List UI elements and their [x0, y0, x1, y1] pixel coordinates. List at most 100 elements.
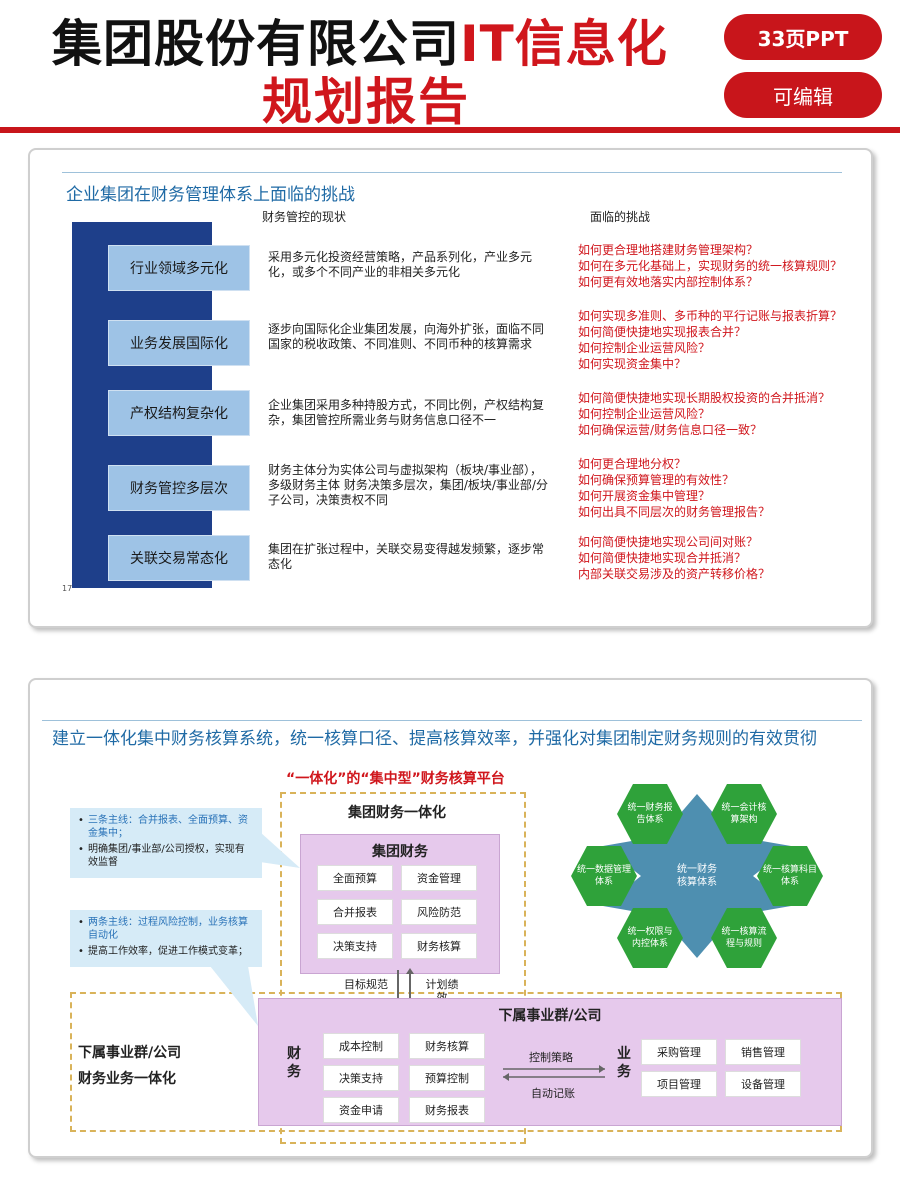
group-function-button[interactable]: 资金管理	[401, 865, 477, 891]
auto-booking-label: 自动记账	[531, 1087, 575, 1100]
group-function-button[interactable]: 合并报表	[317, 899, 393, 925]
challenge-item: 如何实现资金集中？	[578, 357, 687, 371]
editable-badge[interactable]: 可编辑	[724, 72, 882, 118]
subsidiary-left-label: 下属事业群/公司	[78, 1045, 182, 1061]
row-challenges: 如何实现多准则、多币种的平行记账与报表折算？ 如何简便快捷地实现报表合并？ 如何…	[578, 308, 868, 372]
slide1-title: 企业集团在财务管理体系上面临的挑战	[66, 185, 355, 205]
hex-label-3: 统一核算科目体系	[763, 863, 817, 887]
challenge-item: 如何简便快捷地实现长期股权投资的合并抵消？	[578, 391, 831, 405]
callout-group: 三条主线：合并报表、全面预算、资金集中； 明确集团/事业部/公司授权，实现有效监…	[70, 808, 262, 878]
hex-label-1: 统一财务报告体系	[627, 801, 672, 825]
challenge-item: 如何出具不同层次的财务管理报告？	[578, 505, 771, 519]
group-finance-title: 集团财务	[372, 844, 428, 860]
row-label-box: 行业领域多元化	[108, 245, 250, 291]
row-status-text: 企业集团采用多种持股方式，不同比例，产权结构复杂，集团管控所需业务与财务信息口径…	[268, 398, 545, 427]
row-challenges: 如何更合理地分权？ 如何确保预算管理的有效性？ 如何开展资金集中管理？ 如何出具…	[578, 456, 868, 520]
row-challenges: 如何简便快捷地实现公司间对账？ 如何简便快捷地实现合并抵消？ 内部关联交易涉及的…	[578, 534, 868, 582]
slide-top-rule	[62, 172, 842, 173]
group-integration-title: 集团财务一体化	[348, 805, 446, 821]
slide2-title: 建立一体化集中财务核算系统，统一核算口径、提高核算效率，并强化对集团制定财务规则…	[52, 729, 817, 749]
callout-line: 明确集团/事业部/公司授权，实现有效监督	[78, 843, 254, 869]
page-number: 17	[62, 584, 73, 593]
row-label-box: 财务管控多层次	[108, 465, 250, 511]
challenge-item: 如何确保运营/财务信息口径一致？	[578, 423, 763, 437]
finance-function-button[interactable]: 资金申请	[323, 1097, 399, 1123]
row-status-text: 采用多元化投资经营策略，产品系列化，产业多元化，或多个不同产业的非相关多元化	[268, 250, 533, 279]
row-challenges: 如何简便快捷地实现长期股权投资的合并抵消？ 如何控制企业运营风险？ 如何确保运营…	[578, 390, 868, 438]
challenge-item: 如何在多元化基础上，实现财务的统一核算规则？	[578, 259, 843, 273]
group-finance-panel: 集团财务 全面预算 资金管理 合并报表 风险防范 决策支持 财务核算	[300, 834, 500, 974]
hex-top-right	[711, 784, 777, 844]
callout-pointer	[210, 966, 258, 1026]
business-function-button[interactable]: 销售管理	[725, 1039, 801, 1065]
report-title-line1: 集团股份有限公司IT信息化	[52, 4, 668, 76]
challenge-item: 如何简便快捷地实现合并抵消？	[578, 551, 747, 565]
row-challenges: 如何更合理地搭建财务管理架构？ 如何在多元化基础上，实现财务的统一核算规则？ 如…	[578, 242, 868, 290]
row-label-box: 产权结构复杂化	[108, 390, 250, 436]
finance-function-button[interactable]: 财务核算	[409, 1033, 485, 1059]
group-function-button[interactable]: 决策支持	[317, 933, 393, 959]
business-function-button[interactable]: 项目管理	[641, 1071, 717, 1097]
business-function-button[interactable]: 采购管理	[641, 1039, 717, 1065]
challenge-item: 如何简便快捷地实现报表合并？	[578, 325, 747, 339]
column-header-status: 财务管控的现状	[262, 210, 347, 224]
title-part2: IT信息化	[460, 15, 668, 73]
control-strategy-label: 控制策略	[529, 1051, 573, 1064]
business-vertical-label: 业务	[617, 1046, 631, 1080]
subsidiary-title: 下属事业群/公司	[498, 1008, 602, 1024]
slide-preview-1[interactable]: 企业集团在财务管理体系上面临的挑战 财务管控的现状 面临的挑战 行业领域多元化 …	[28, 148, 873, 628]
target-standard-label: 目标规范	[344, 978, 388, 991]
group-function-button[interactable]: 财务核算	[401, 933, 477, 959]
callout-line: 提高工作效率，促进工作模式变革；	[78, 945, 254, 958]
row-label-box: 业务发展国际化	[108, 320, 250, 366]
row-status-text: 集团在扩张过程中，关联交易变得越发频繁，逐步常态化	[268, 542, 545, 571]
finance-function-button[interactable]: 决策支持	[323, 1065, 399, 1091]
challenge-item: 如何更合理地搭建财务管理架构？	[578, 243, 759, 257]
hex-bottom-left	[617, 908, 683, 968]
group-function-button[interactable]: 全面预算	[317, 865, 393, 891]
hex-label-4: 统一核算流程与规则	[721, 925, 766, 949]
challenge-item: 如何实现多准则、多币种的平行记账与报表折算？	[578, 309, 843, 323]
pages-badge[interactable]: 33页PPT	[724, 14, 882, 60]
subsidiary-left-label2: 财务业务一体化	[78, 1071, 176, 1087]
hexagon-diagram: 统一财务报告体系 统一会计核算架构 统一核算科目体系 统一核算流程与规则 统一权…	[571, 784, 823, 968]
star-center	[603, 794, 791, 958]
callout-pointer	[260, 832, 300, 868]
challenge-item: 如何控制企业运营风险？	[578, 341, 711, 355]
challenge-item: 内部关联交易涉及的资产转移价格？	[578, 567, 771, 581]
hex-label-5: 统一权限与内控体系	[627, 925, 672, 949]
row-label-box: 关联交易常态化	[108, 535, 250, 581]
challenge-item: 如何更合理地分权？	[578, 457, 687, 471]
plan-performance-label: 计划绩效	[425, 978, 459, 1004]
header-divider	[0, 127, 900, 133]
row-status-text: 逐步向国际化企业集团发展，向海外扩张，面临不同国家的税收政策、不同准则、不同币种…	[268, 322, 545, 351]
finance-function-button[interactable]: 成本控制	[323, 1033, 399, 1059]
row-status-text: 财务主体分为实体公司与虚拟架构（板块/事业部），多级财务主体 财务决策多层次，集…	[268, 463, 548, 507]
finance-function-button[interactable]: 财务报表	[409, 1097, 485, 1123]
group-function-button[interactable]: 风险防范	[401, 899, 477, 925]
double-arrow-icon	[503, 1065, 605, 1081]
challenge-item: 如何更有效地落实内部控制体系？	[578, 275, 759, 289]
hex-right	[757, 846, 823, 906]
challenge-item: 如何确保预算管理的有效性？	[578, 473, 735, 487]
callout-line: 三条主线：合并报表、全面预算、资金集中；	[78, 814, 254, 840]
hex-top-left	[617, 784, 683, 844]
challenge-item: 如何控制企业运营风险？	[578, 407, 711, 421]
finance-vertical-label: 财务	[287, 1046, 301, 1080]
slide-preview-2[interactable]: 建立一体化集中财务核算系统，统一核算口径、提高核算效率，并强化对集团制定财务规则…	[28, 678, 873, 1158]
slide-top-rule	[42, 720, 862, 721]
callout-line: 两条主线：过程风险控制，业务核算自动化	[78, 916, 254, 942]
report-title-line2: 规划报告	[262, 73, 470, 131]
challenge-item: 如何简便快捷地实现公司间对账？	[578, 535, 759, 549]
platform-title: “一体化”的“集中型”财务核算平台	[286, 771, 505, 787]
platform-dashed-frame	[280, 792, 526, 1144]
hex-left	[571, 846, 637, 906]
hex-bottom-right	[711, 908, 777, 968]
hex-center-label: 统一财务核算体系	[677, 862, 717, 888]
business-function-button[interactable]: 设备管理	[725, 1071, 801, 1097]
callout-subsidiary: 两条主线：过程风险控制，业务核算自动化 提高工作效率，促进工作模式变革；	[70, 910, 262, 967]
column-header-challenge: 面临的挑战	[590, 210, 651, 224]
finance-function-button[interactable]: 预算控制	[409, 1065, 485, 1091]
subsidiary-panel: 下属事业群/公司 财务 成本控制 财务核算 决策支持 预算控制 资金申请 财务报…	[258, 998, 842, 1126]
title-part1: 集团股份有限公司	[52, 15, 460, 73]
